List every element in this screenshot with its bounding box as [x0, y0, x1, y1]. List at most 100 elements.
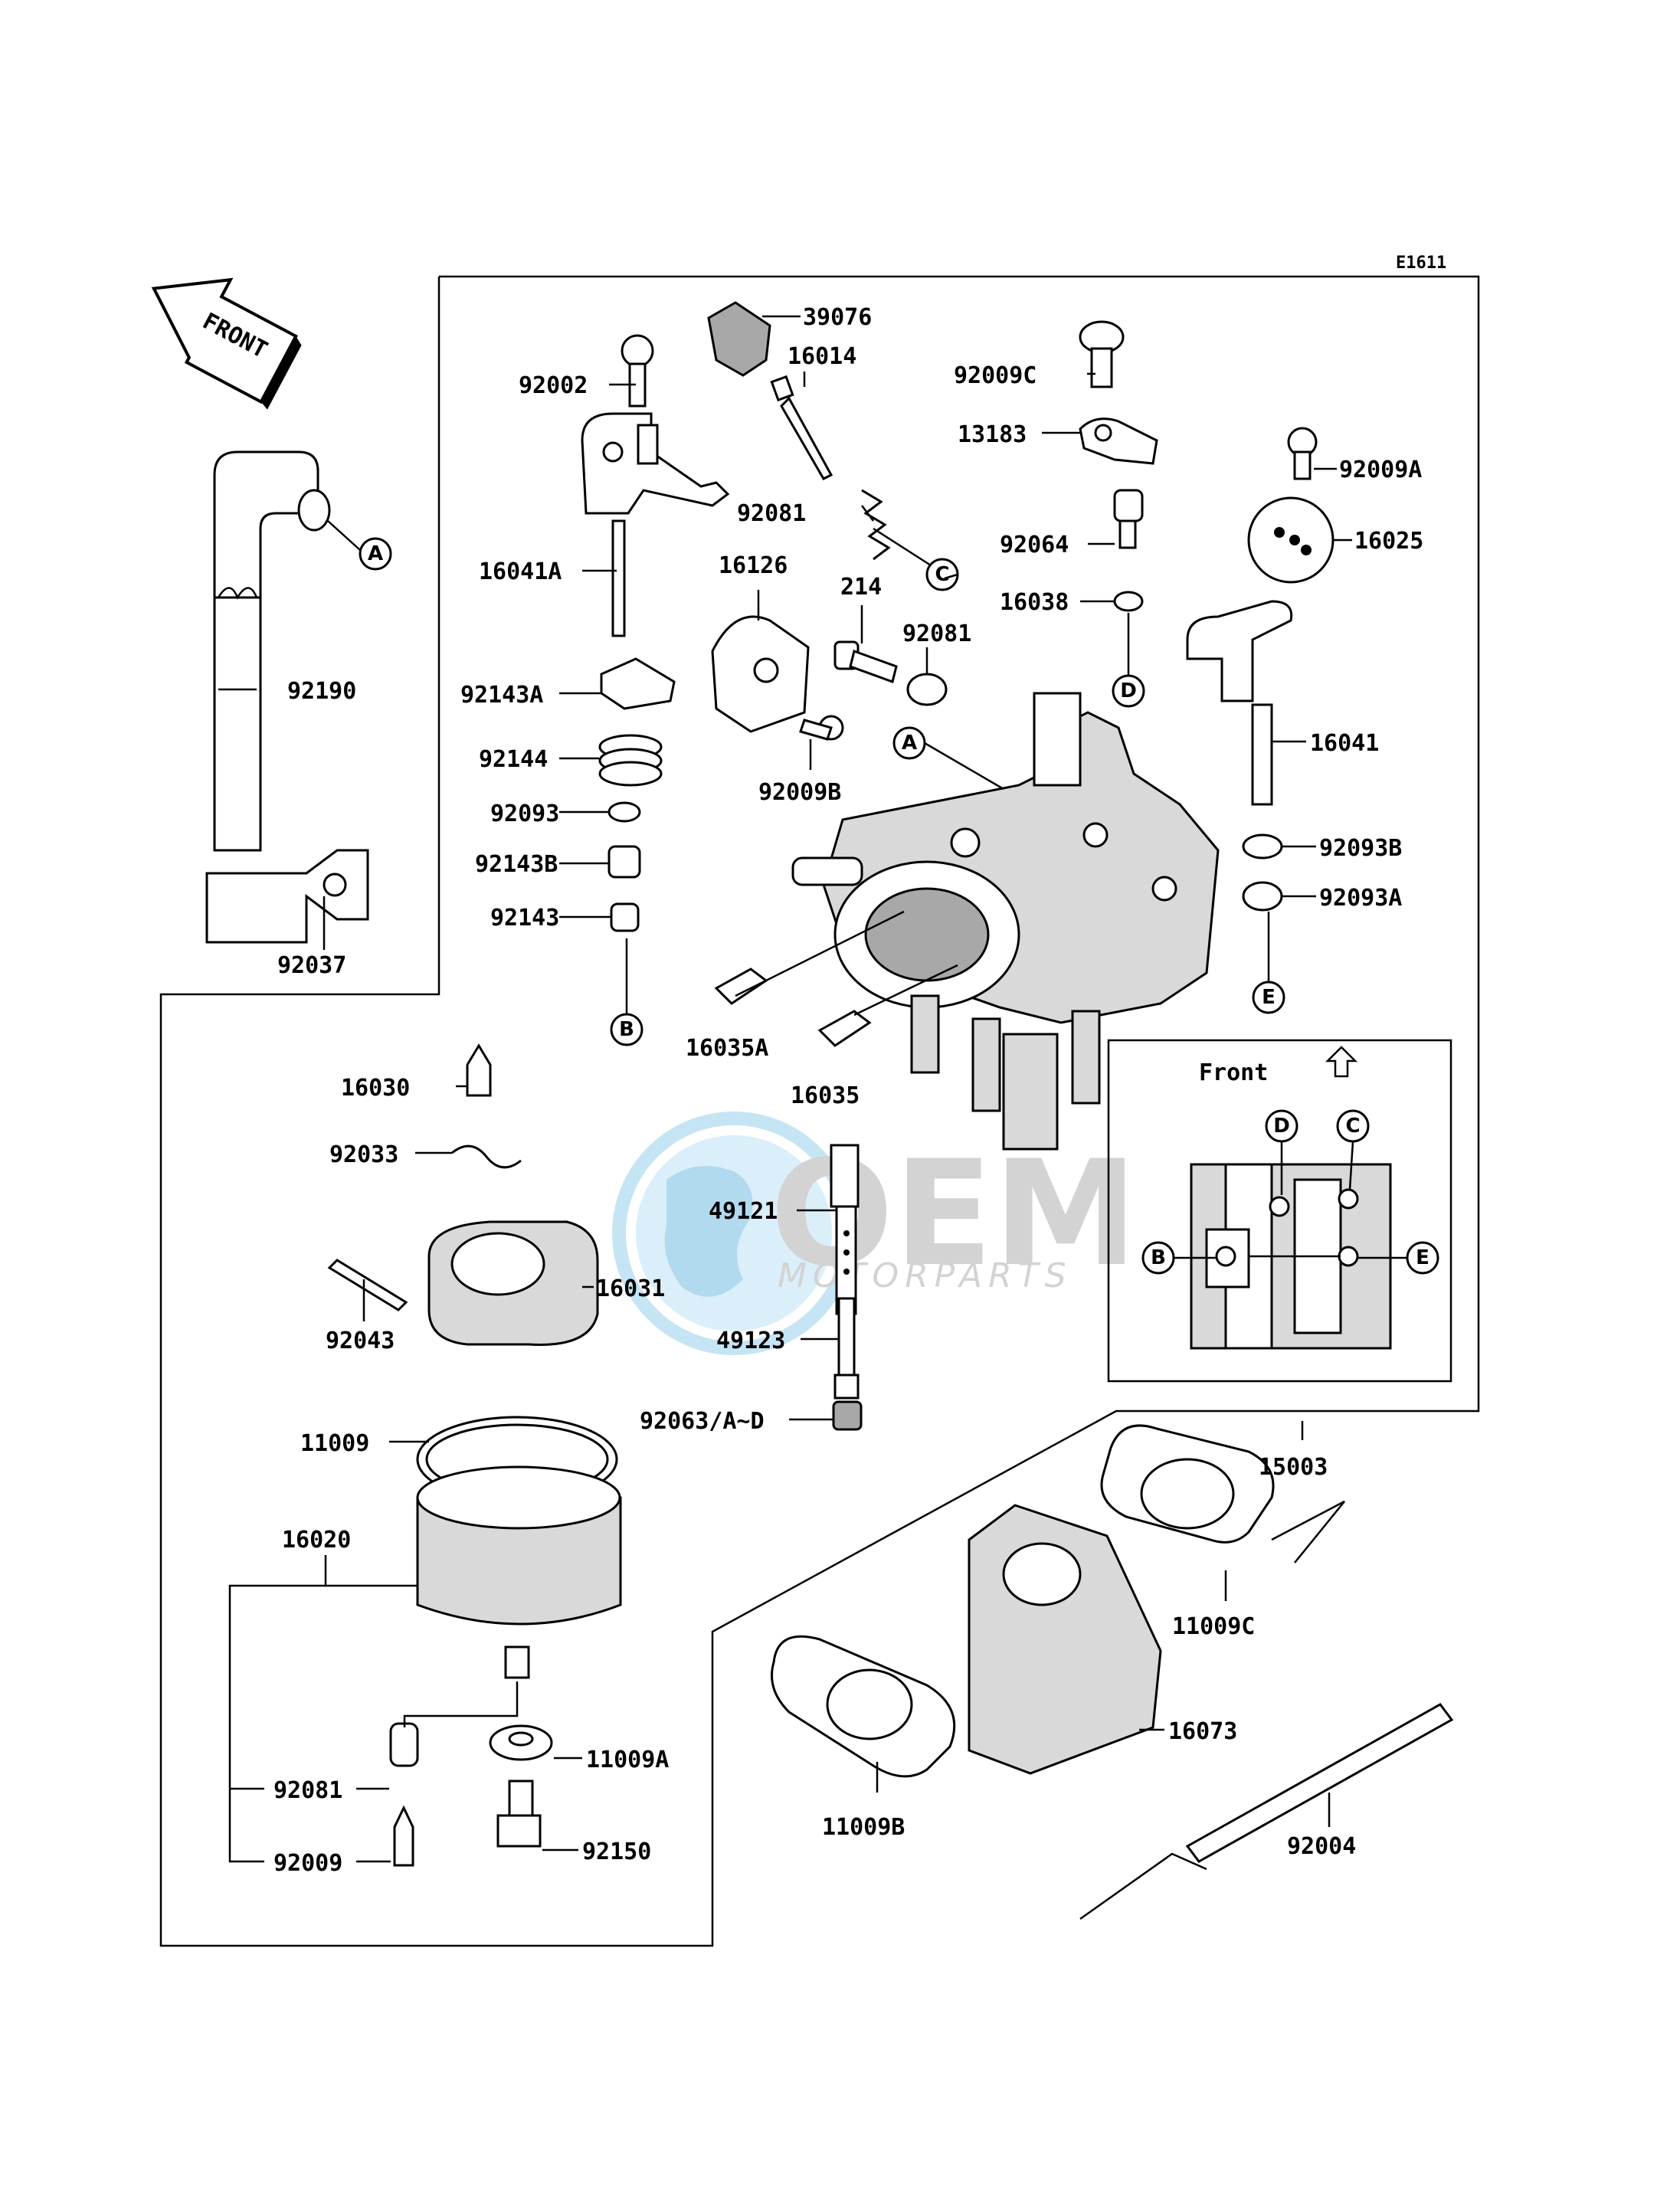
part-16073-insulator: [968, 1504, 1162, 1775]
fuel-hose: [213, 450, 331, 852]
part-92063-jet: [832, 1400, 863, 1431]
label-16038: 16038: [1000, 589, 1069, 616]
part-16030-needle: [466, 1043, 492, 1097]
part-92004-stud: [1185, 1703, 1454, 1863]
svg-text:A: A: [368, 542, 383, 565]
part-16035-jet: [817, 1010, 872, 1047]
callout-e-inset: E: [1406, 1241, 1439, 1275]
label-92143B: 92143B: [475, 851, 558, 878]
svg-text:C: C: [935, 563, 949, 586]
label-92190: 92190: [287, 678, 356, 705]
label-92063: 92063/A~D: [640, 1408, 765, 1435]
label-92009C: 92009C: [954, 362, 1036, 389]
label-11009B: 11009B: [822, 1814, 905, 1841]
part-11009C-gasket: [1100, 1424, 1275, 1544]
part-92009B-screw: [799, 715, 844, 741]
frame-lines: [159, 275, 1480, 1947]
label-15003: 15003: [1259, 1454, 1328, 1481]
label-39076: 39076: [803, 304, 872, 331]
svg-text:E: E: [1416, 1246, 1429, 1269]
part-92143A-plate: [600, 657, 676, 710]
svg-text:A: A: [902, 732, 917, 755]
callout-b-left: B: [610, 1013, 644, 1046]
callout-a-body: A: [892, 726, 926, 760]
part-labels: 39076 16014 92002 92009C 13183 92009A 92…: [273, 304, 1423, 1877]
part-92033-clip: [451, 1144, 522, 1169]
part-11009B-gasket: [771, 1635, 956, 1778]
label-92033: 92033: [329, 1141, 398, 1168]
part-92143B-collar: [607, 845, 641, 879]
part-16041A-lever: [581, 412, 730, 637]
part-92009A-screw: [1287, 427, 1318, 480]
part-92144-spring: [598, 734, 663, 787]
svg-text:C: C: [1345, 1115, 1360, 1138]
label-92043: 92043: [326, 1328, 395, 1354]
part-92150-bolt: [496, 1780, 542, 1848]
label-16031: 16031: [596, 1275, 665, 1302]
label-92009A: 92009A: [1339, 457, 1422, 483]
part-92081-spring: [861, 489, 891, 561]
label-92081b: 92081: [902, 620, 971, 647]
label-49123: 49123: [716, 1328, 785, 1354]
callout-b-inset: B: [1141, 1241, 1175, 1275]
part-92081-spring-3: [389, 1722, 419, 1767]
part-92093A-washer: [1242, 881, 1283, 912]
inset-title: Front: [1199, 1059, 1268, 1086]
part-11009A-washer: [489, 1724, 553, 1761]
label-92150: 92150: [582, 1838, 651, 1865]
label-11009C: 11009C: [1172, 1613, 1255, 1640]
part-16020-bowl: [416, 1465, 622, 1679]
part-92093B-washer: [1242, 833, 1283, 859]
part-13183-plate: [1079, 417, 1158, 465]
label-214: 214: [840, 574, 882, 601]
label-92081c: 92081: [273, 1777, 342, 1804]
front-arrow-icon: FRONT: [151, 277, 302, 410]
callout-c-top: C: [925, 558, 959, 591]
label-11009: 11009: [300, 1430, 369, 1457]
label-92093B: 92093B: [1319, 835, 1402, 862]
svg-text:D: D: [1120, 679, 1137, 702]
part-92064-screw: [1113, 489, 1144, 549]
part-16038-oring: [1113, 591, 1144, 612]
part-16126-plate: [711, 615, 810, 733]
svg-text:B: B: [619, 1018, 634, 1041]
label-92037: 92037: [277, 952, 346, 979]
label-92144: 92144: [479, 746, 548, 773]
leader-lines: [218, 315, 1352, 1920]
label-16020: 16020: [282, 1527, 351, 1554]
watermark: OEM MOTORPARTS: [612, 1112, 1138, 1355]
callout-a-hose: A: [359, 537, 392, 571]
label-16035: 16035: [791, 1082, 860, 1109]
part-92009-screw: [393, 1805, 414, 1867]
label-16041: 16041: [1310, 730, 1379, 757]
up-arrow-icon: [1325, 1046, 1358, 1078]
carburetor-body: [791, 692, 1220, 1151]
label-92081a: 92081: [737, 500, 806, 527]
label-92093: 92093: [490, 801, 559, 827]
label-92004: 92004: [1287, 1833, 1356, 1860]
callout-c-inset: C: [1336, 1109, 1370, 1143]
part-92081-spring-2: [906, 673, 948, 706]
label-92143: 92143: [490, 905, 559, 932]
hose-clamp: [205, 849, 369, 944]
label-16073: 16073: [1168, 1718, 1237, 1745]
part-92093-washer: [607, 801, 641, 823]
label-92093A: 92093A: [1319, 885, 1402, 912]
label-16030: 16030: [341, 1075, 410, 1102]
part-92143-collar: [610, 902, 640, 932]
callout-e-right: E: [1252, 981, 1285, 1014]
part-49123-jet: [833, 1297, 860, 1400]
label-92009B: 92009B: [758, 779, 841, 806]
label-16035A: 16035A: [686, 1035, 768, 1062]
part-16025-plate: [1247, 496, 1335, 584]
label-92064: 92064: [1000, 532, 1069, 558]
part-16041-lever: [1186, 600, 1293, 806]
part-92009C-screw: [1079, 320, 1125, 388]
part-49121-tube: [830, 1144, 860, 1315]
label-92009: 92009: [273, 1850, 342, 1877]
part-39076-shape: [707, 301, 771, 377]
watermark-sub: MOTORPARTS: [778, 1256, 1073, 1295]
label-16041A: 16041A: [479, 558, 562, 585]
svg-text:D: D: [1273, 1115, 1290, 1138]
